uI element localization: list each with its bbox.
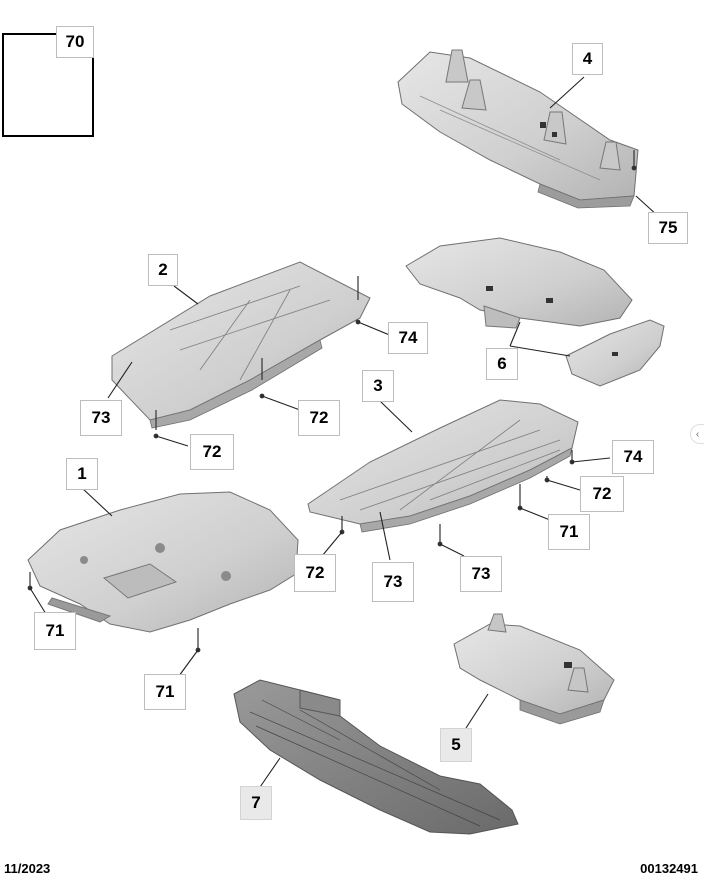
callout-73-lower-right: 73 xyxy=(460,556,502,592)
callout-72-right: 72 xyxy=(580,476,624,512)
callout-5: 5 xyxy=(440,728,472,762)
callout-73-lower-left: 73 xyxy=(372,562,414,602)
part-4-shield xyxy=(397,49,639,209)
footer-reference-number: 00132491 xyxy=(640,861,698,876)
callout-71-lower: 71 xyxy=(144,674,186,710)
leader-lines xyxy=(29,76,659,791)
callout-71-right: 71 xyxy=(548,514,590,550)
callout-72-upper-left: 72 xyxy=(190,434,234,470)
callout-72-upper-right: 72 xyxy=(298,400,340,436)
part-2-plate xyxy=(111,261,371,429)
callout-73-upper: 73 xyxy=(80,400,122,436)
callout-6: 6 xyxy=(486,348,518,380)
callout-4: 4 xyxy=(572,43,603,75)
callout-70: 70 xyxy=(56,26,94,58)
side-panel-toggle[interactable]: ‹ xyxy=(690,424,704,444)
callout-74-upper: 74 xyxy=(388,322,428,354)
callout-2: 2 xyxy=(148,254,178,286)
part-6-pieces xyxy=(405,237,665,387)
part-1-plate xyxy=(27,491,299,633)
callout-74-lower: 74 xyxy=(612,440,654,474)
callout-1: 1 xyxy=(66,458,98,490)
callout-71-left: 71 xyxy=(34,612,76,650)
callout-7: 7 xyxy=(240,786,272,820)
callout-3: 3 xyxy=(362,370,394,402)
part-3-plate xyxy=(307,399,579,533)
part-7-grid-shield xyxy=(233,679,519,835)
callout-72-lower: 72 xyxy=(294,554,336,592)
part-5-bracket xyxy=(453,613,615,725)
callout-75: 75 xyxy=(648,212,688,244)
footer-date: 11/2023 xyxy=(4,861,51,876)
